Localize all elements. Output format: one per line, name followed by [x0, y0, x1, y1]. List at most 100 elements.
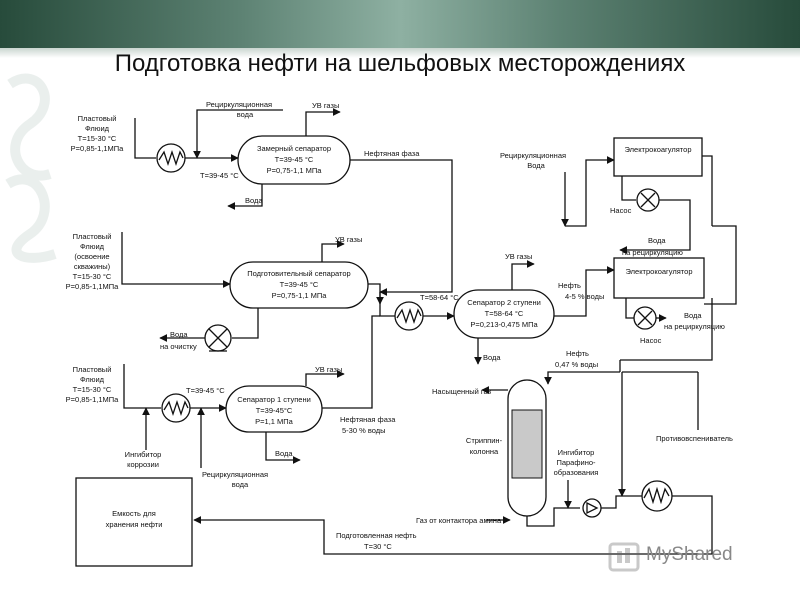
- metering-separator: Замерный сепаратор T=39-45 °C P=0,75-1,1…: [237, 135, 351, 185]
- pump-to-cooler-line: [601, 495, 642, 509]
- svg-text:T=58-64 °C: T=58-64 °C: [485, 309, 524, 318]
- oil-phase-line-2: [322, 315, 380, 409]
- svg-text:вода: вода: [232, 480, 249, 489]
- gas-label-1: УВ газы: [312, 101, 339, 110]
- svg-text:вода: вода: [237, 110, 254, 119]
- water-recirc-label-1: Вода на рециркуляцию: [622, 236, 683, 257]
- svg-text:Флюид: Флюид: [80, 375, 105, 384]
- water-line-prep: [232, 308, 259, 339]
- pump-bottom-icon: [582, 498, 602, 518]
- antifoam-label: Противовспениватель: [656, 434, 733, 443]
- svg-text:Подготовительный сепаратор: Подготовительный сепаратор: [247, 269, 350, 278]
- pump1-recirc-line: [619, 199, 691, 254]
- svg-text:хранения нефти: хранения нефти: [106, 520, 163, 529]
- electrocoagulator-1: Электрокоагулятор: [613, 137, 703, 177]
- svg-text:Подготовленная нефть: Подготовленная нефть: [336, 531, 417, 540]
- oil-to-coag-line: [554, 266, 615, 317]
- oil-to-column-line: [544, 371, 620, 385]
- feed-2-line: [121, 232, 231, 288]
- oil-label-2: Нефть 0,47 % воды: [555, 349, 598, 369]
- svg-text:Вода: Вода: [684, 311, 702, 320]
- recycle-water-3-label: Рециркуляционная вода: [202, 470, 268, 489]
- gas-line-2: [321, 240, 345, 262]
- coag2-out-line: [620, 298, 713, 361]
- temp-label-3: T=39-45 °C: [186, 386, 225, 395]
- header-band: [0, 0, 800, 48]
- svg-text:P=1,1 МПа: P=1,1 МПа: [255, 417, 294, 426]
- svg-text:Флюид: Флюид: [80, 242, 105, 251]
- svg-text:Сепаратор 2 ступени: Сепаратор 2 ступени: [467, 298, 541, 307]
- amine-gas-label: Газ от контактора амина: [416, 516, 502, 525]
- svg-text:Нефтяная фаза: Нефтяная фаза: [340, 415, 396, 424]
- svg-text:P=0,85-1,1МПа: P=0,85-1,1МПа: [66, 395, 120, 404]
- oil-phase-line-1: [350, 159, 453, 296]
- feed-3-line: [123, 364, 161, 409]
- feed-3-label: Пластовый Флюид T=15-30 °C P=0,85-1,1МПа: [66, 365, 120, 404]
- svg-text:T=15-30 °C: T=15-30 °C: [73, 385, 112, 394]
- saturated-gas-label: Насыщенный газ: [432, 387, 492, 396]
- gas-label-2: УВ газы: [335, 235, 362, 244]
- svg-text:5-30 % воды: 5-30 % воды: [342, 426, 386, 435]
- cooler-icon: [641, 480, 673, 512]
- prepared-oil-line: [193, 495, 713, 555]
- svg-text:T=30 °C: T=30 °C: [364, 542, 392, 551]
- oil-storage-tank: Емкость для хранения нефти: [75, 477, 193, 567]
- oil-label-1: Нефть 4-5 % воды: [558, 281, 604, 301]
- svg-text:Рециркуляционная: Рециркуляционная: [202, 470, 268, 479]
- svg-text:Электрокоагулятор: Электрокоагулятор: [625, 145, 692, 154]
- svg-text:Пластовый: Пластовый: [78, 114, 117, 123]
- pump-1-label: Насос: [610, 206, 632, 215]
- svg-text:(освоение: (освоение: [74, 252, 109, 261]
- svg-text:P=0,75-1,1 МПа: P=0,75-1,1 МПа: [267, 166, 323, 175]
- temp-label-1: T=39-45 °C: [200, 171, 239, 180]
- stripping-column: [507, 379, 547, 517]
- oil-phase-label-2: Нефтяная фаза 5-30 % воды: [340, 415, 396, 435]
- recycle-water-1-line: [193, 109, 283, 159]
- gas-label-3: УВ газы: [315, 365, 342, 374]
- heat-exchanger-2-icon: [394, 301, 424, 331]
- gas-line-3: [305, 370, 345, 386]
- pump-2-icon: [633, 306, 657, 330]
- svg-text:Парафино-: Парафино-: [556, 458, 596, 467]
- prepared-oil-label: Подготовленная нефть T=30 °C: [336, 531, 417, 551]
- water-cleaning-label: Вода на очистку: [160, 330, 197, 351]
- svg-text:коррозии: коррозии: [127, 460, 159, 469]
- svg-text:Сепаратор 1 ступени: Сепаратор 1 ступени: [237, 395, 311, 404]
- svg-text:на рециркуляцию: на рециркуляцию: [664, 322, 725, 331]
- temp-label-2: T=58-64 °C: [420, 293, 459, 302]
- water-to-coag-line: [565, 156, 615, 227]
- svg-text:Емкость для: Емкость для: [112, 509, 156, 518]
- water-recirc-label-2: Вода на рециркуляцию: [664, 311, 725, 331]
- stage-2-separator: Сепаратор 2 ступени T=58-64 °C P=0,213-0…: [453, 289, 555, 339]
- svg-text:скважины): скважины): [74, 262, 111, 271]
- coag1-out-line: [702, 155, 713, 226]
- coag2-to-pump2-line: [625, 298, 634, 319]
- svg-text:Электрокоагулятор: Электрокоагулятор: [626, 267, 693, 276]
- header-band-shadow: [0, 48, 800, 58]
- electrocoagulator-2: Электрокоагулятор: [613, 257, 705, 299]
- svg-text:Рециркуляционная: Рециркуляционная: [500, 151, 566, 160]
- svg-text:Нефть: Нефть: [566, 349, 589, 358]
- svg-text:T=15-30 °C: T=15-30 °C: [73, 272, 112, 281]
- svg-text:Ингибитор: Ингибитор: [558, 448, 595, 457]
- coag1-to-pump1-line: [621, 176, 636, 201]
- svg-text:T=39-45 °C: T=39-45 °C: [275, 155, 314, 164]
- svg-text:Замерный сепаратор: Замерный сепаратор: [257, 144, 331, 153]
- oil-line-prep: [368, 283, 384, 305]
- feed-2-label: Пластовый Флюид (освоение скважины) T=15…: [66, 232, 120, 291]
- watermark-text: MyShared: [646, 544, 733, 565]
- oil-phase-label-1: Нефтяная фаза: [364, 149, 420, 158]
- stripping-column-label: Стриппин- колонна: [466, 436, 503, 456]
- gas-label-4: УВ газы: [505, 252, 532, 261]
- svg-text:P=0,213-0,475 МПа: P=0,213-0,475 МПа: [470, 320, 538, 329]
- water-label-3: Вода: [275, 449, 293, 458]
- heat-exchanger-1-icon: [156, 143, 186, 173]
- column-bottom-line: [526, 507, 580, 527]
- pump-1-icon: [636, 188, 660, 212]
- pump-cleaning-icon: [204, 324, 232, 352]
- paraffin-inhibitor-label: Ингибитор Парафино- образования: [554, 448, 599, 477]
- svg-text:T=39-45 °C: T=39-45 °C: [280, 280, 319, 289]
- preparatory-separator: Подготовительный сепаратор T=39-45 °C P=…: [229, 261, 369, 309]
- svg-text:T=39-45°C: T=39-45°C: [256, 406, 293, 415]
